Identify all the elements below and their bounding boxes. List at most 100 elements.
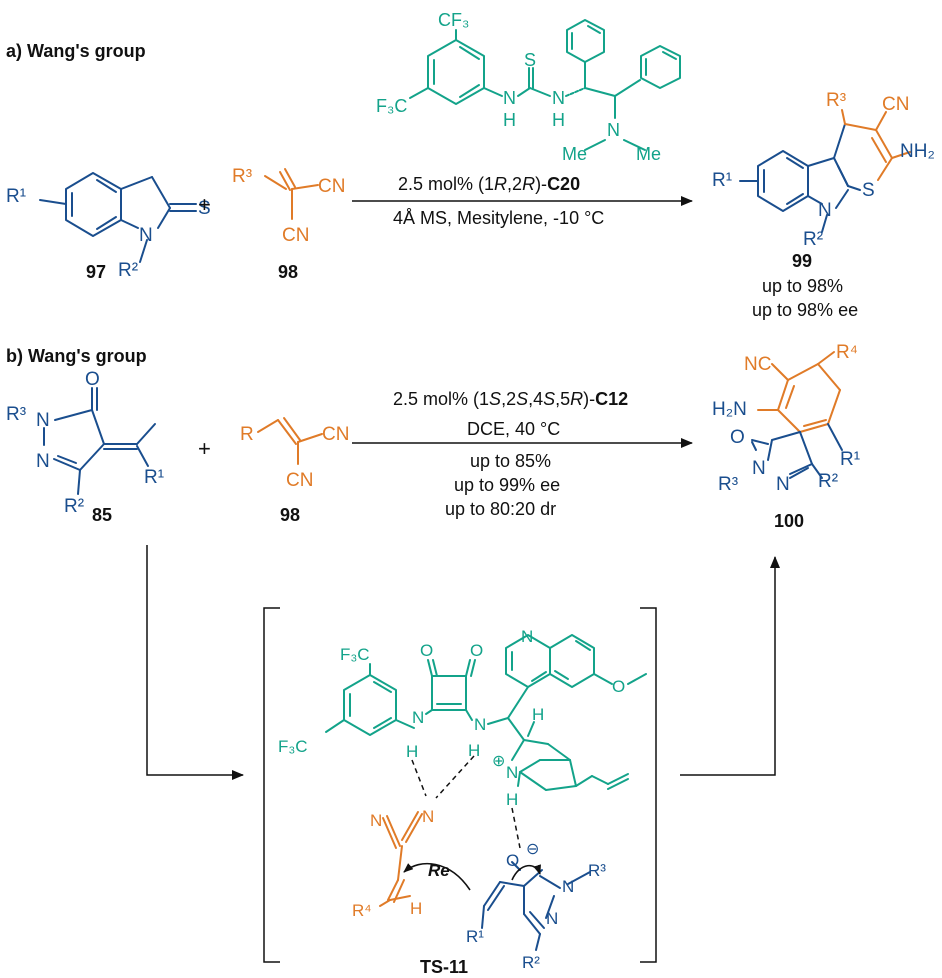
plus-sign: +	[198, 436, 211, 461]
atom-NH-2: N	[552, 88, 565, 108]
condition-b-line1: 2.5 mol% (1S,2S,4S,5R)-C12	[393, 389, 628, 409]
atom-H-2: H	[552, 110, 565, 130]
atom-N1: N	[752, 458, 766, 479]
atom-N-quinoline: N	[521, 627, 533, 646]
compound-97: N S R¹ R² 97	[6, 172, 211, 282]
nitrile-CN-1: CN	[318, 176, 345, 197]
ts-bracket-right	[640, 607, 657, 963]
atom-S: S	[198, 198, 211, 219]
compound-number-97: 97	[86, 262, 106, 282]
substituent-R: R	[240, 424, 254, 445]
compound-99: S N R¹ R² R³ CN NH₂ 99 up to 98% up to 9…	[712, 90, 935, 320]
flow-arrow-to-product	[680, 556, 780, 776]
atom-NH-1: N	[503, 88, 516, 108]
condition-b-line2: DCE, 40 °C	[467, 419, 560, 439]
compound-number-99: 99	[792, 251, 812, 271]
atom-N: N	[139, 225, 153, 246]
atom-F3C-top: F₃C	[340, 645, 370, 664]
atom-H-amide-1: H	[406, 742, 418, 761]
atom-F3C-bottom: F₃C	[278, 737, 308, 756]
atom-S-thiourea: S	[524, 50, 536, 70]
nitrile-CN-2: CN	[286, 470, 313, 491]
substituent-R2: R²	[818, 471, 838, 492]
atom-H-stereo: H	[532, 705, 544, 724]
section-a-heading: a) Wang's group	[6, 41, 146, 61]
substituent-R4: R⁴	[352, 901, 372, 920]
atom-N1: N	[36, 410, 50, 431]
atom-Me-2: Me	[636, 144, 661, 164]
flow-arrow-to-ts	[146, 545, 244, 780]
condition-a-line2: 4Å MS, Mesitylene, -10 °C	[393, 208, 604, 228]
atom-N-nitrile-1: N	[370, 811, 382, 830]
atom-N-nitrile-2: N	[422, 807, 434, 826]
substituent-R3: R³	[826, 90, 846, 111]
substituent-R2: R²	[118, 260, 138, 281]
substituent-R1: R¹	[6, 186, 26, 207]
atom-H-1: H	[503, 110, 516, 130]
compound-number-98: 98	[278, 262, 298, 282]
compound-98-a: R³ CN CN 98	[232, 166, 345, 282]
atom-S: S	[862, 180, 875, 201]
atom-N-pyrazole-1: N	[562, 877, 574, 896]
atom-O-squaramide-1: O	[420, 641, 433, 660]
nitrile-CN-1: CN	[322, 424, 349, 445]
substituent-R3: R³	[588, 861, 606, 880]
compound-number-85: 85	[92, 505, 112, 525]
curved-arrow-attack	[403, 862, 471, 891]
substituent-R1: R¹	[144, 467, 164, 488]
plus-sign: +	[198, 192, 211, 217]
atom-O-methoxy: O	[612, 677, 625, 696]
ts-bracket-left	[263, 607, 280, 963]
substituent-R1: R¹	[712, 170, 732, 191]
substituent-R3: R³	[718, 474, 738, 495]
amino-NH2: NH₂	[900, 141, 935, 162]
atom-F3C-left: F₃C	[376, 96, 407, 116]
atom-N-quinuclidine: N	[506, 763, 518, 782]
amino-H2N: H₂N	[712, 399, 747, 420]
compound-100: NC R⁴ H₂N O N N R³ R¹ R² 100	[712, 342, 860, 531]
atom-N2: N	[36, 451, 50, 472]
atom-N-amine: N	[607, 120, 620, 140]
atom-O: O	[85, 369, 100, 390]
atom-N: N	[818, 200, 832, 221]
face-label-re: Re	[428, 861, 450, 880]
dr-b: up to 80:20 dr	[445, 499, 556, 519]
substituent-R3: R³	[232, 166, 252, 187]
ts-label: TS-11	[420, 957, 468, 977]
condition-a-line1: 2.5 mol% (1R,2R)-C20	[398, 174, 580, 194]
curved-arrow-enolate	[511, 864, 541, 881]
atom-H-amide-2: H	[468, 741, 480, 760]
compound-number-98: 98	[280, 505, 300, 525]
ee-a: up to 98% ee	[752, 300, 858, 320]
atom-N-amide-1: N	[412, 708, 424, 727]
compound-85: O N N R³ R¹ R² 85	[6, 369, 164, 525]
yield-a: up to 98%	[762, 276, 843, 296]
atom-Me-1: Me	[562, 144, 587, 164]
nitrile-NC: NC	[744, 354, 771, 375]
substituent-R4: R⁴	[836, 342, 858, 363]
enolate-minus: ⊖	[526, 841, 539, 858]
atom-H-quinuclidine: H	[506, 790, 518, 809]
atom-CF3-top: CF₃	[438, 10, 469, 30]
ee-b: up to 99% ee	[454, 475, 560, 495]
compound-number-100: 100	[774, 511, 804, 531]
atom-N-amide-2: N	[474, 715, 486, 734]
compound-98-b: R CN CN 98	[240, 417, 349, 525]
substituent-R2: R²	[64, 496, 84, 517]
atom-N2: N	[776, 474, 790, 495]
atom-H-vinyl: H	[410, 899, 422, 918]
substituent-R2: R²	[522, 953, 540, 972]
substituent-R1: R¹	[466, 927, 484, 946]
atom-O-squaramide-2: O	[470, 641, 483, 660]
nitrile-CN-2: CN	[282, 225, 309, 246]
substituent-R2: R²	[803, 229, 823, 250]
catalyst-c20: CF₃ F₃C N H S N H N Me Me	[376, 10, 681, 164]
substituent-R3: R³	[6, 404, 26, 425]
atom-N-pyrazole-2: N	[546, 909, 558, 928]
quinuclidinium-plus: ⊕	[492, 753, 505, 770]
atom-O: O	[730, 427, 745, 448]
nitrile-CN: CN	[882, 94, 909, 115]
yield-b: up to 85%	[470, 451, 551, 471]
section-b-heading: b) Wang's group	[6, 346, 147, 366]
